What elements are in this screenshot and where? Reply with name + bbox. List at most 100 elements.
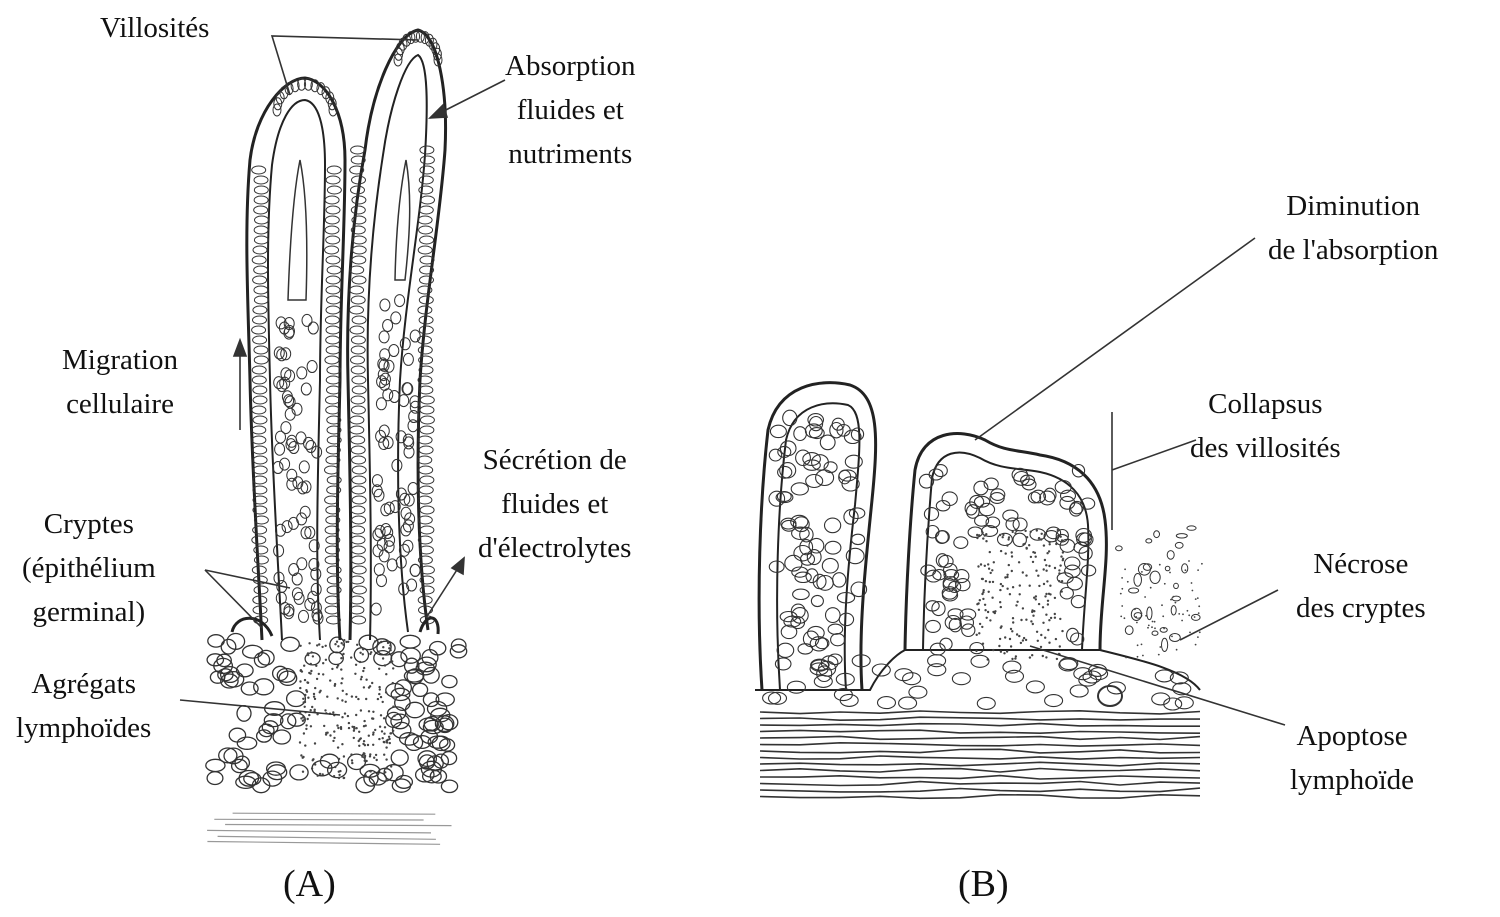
- secretion-arrowhead: [452, 558, 464, 574]
- b-apoptotic-dot: [1009, 593, 1011, 595]
- lymphoid-dot: [365, 679, 367, 681]
- lymphoid-dot: [382, 646, 384, 648]
- b-villus-cell: [828, 654, 842, 665]
- b-apoptotic-dot: [1012, 617, 1014, 619]
- lymphoid-dot: [347, 715, 349, 717]
- epithelial-cell: [252, 376, 266, 384]
- b-apoptotic-dot: [1024, 530, 1026, 532]
- lymphoid-dot: [338, 777, 340, 779]
- epithelial-cell: [351, 366, 365, 374]
- panel-b-cells: [763, 410, 1194, 710]
- b-apoptotic-dot: [1059, 645, 1061, 647]
- lymphoid-dot: [363, 752, 365, 754]
- lymphoid-dot: [363, 720, 365, 722]
- epithelial-cell: [255, 216, 269, 224]
- epithelial-cell: [351, 206, 365, 214]
- epithelial-cell: [418, 346, 432, 354]
- core-cell: [301, 383, 311, 395]
- b-villus-cell: [831, 634, 845, 646]
- b-apoptotic-dot: [1040, 634, 1042, 636]
- lymphoid-dot: [360, 709, 362, 711]
- b-apoptotic-dot: [1049, 585, 1051, 587]
- necrotic-dot: [1164, 583, 1166, 585]
- b-apoptotic-dot: [987, 611, 989, 613]
- b-apoptotic-dot: [1006, 574, 1008, 576]
- lymphoid-dot: [322, 662, 324, 664]
- b-apoptotic-dot: [1012, 586, 1014, 588]
- core-cell: [305, 598, 315, 610]
- necrotic-fragment: [1129, 588, 1139, 593]
- epithelial-cell: [418, 246, 432, 254]
- necrotic-dot: [1121, 577, 1123, 579]
- b-villus-cell: [845, 455, 862, 468]
- lymphoid-dot: [322, 673, 324, 675]
- lymphoid-dot: [389, 661, 391, 663]
- lymphoid-cell: [290, 765, 308, 780]
- b-apoptotic-dot: [1000, 606, 1002, 608]
- b-apoptotic-dot: [993, 561, 995, 563]
- b-basal-cell: [971, 655, 989, 667]
- necrotic-dot: [1141, 571, 1143, 573]
- epithelial-cell: [351, 336, 365, 344]
- b-apoptotic-dot: [1033, 610, 1035, 612]
- lymphoid-dot: [378, 642, 380, 644]
- core-cell: [387, 559, 397, 571]
- b-apoptotic-dot: [988, 568, 990, 570]
- label-migration: Migration cellulaire: [62, 338, 178, 426]
- lymphoid-dot: [363, 725, 365, 727]
- epithelial-cell: [351, 436, 365, 444]
- b-apoptotic-dot: [1062, 559, 1064, 561]
- label-absorption-decrease: Diminution de l'absorption: [1268, 184, 1438, 272]
- b-apoptotic-dot: [1035, 570, 1037, 572]
- left-villus-core: [288, 160, 307, 300]
- epithelial-cell: [351, 556, 365, 564]
- lymphoid-dot: [302, 756, 304, 758]
- lymphoid-dot: [383, 733, 385, 735]
- b-apoptotic-dot: [1031, 611, 1033, 613]
- core-cell: [383, 320, 393, 332]
- lymphoid-dot: [299, 645, 301, 647]
- submucosa-line: [207, 842, 440, 845]
- lymphoid-cell: [207, 772, 223, 785]
- lymphoid-dot: [341, 716, 343, 718]
- core-cell: [302, 314, 312, 326]
- epithelial-cell: [420, 146, 434, 154]
- core-cell: [299, 461, 309, 473]
- necrotic-dot: [1171, 636, 1173, 638]
- epithelial-cell: [325, 246, 339, 254]
- epithelial-cell: [253, 276, 267, 284]
- lymphoid-dot: [381, 730, 383, 732]
- epithelial-cell: [326, 236, 340, 244]
- b-apoptotic-dot: [1059, 564, 1061, 566]
- lymphoid-dot: [359, 738, 361, 740]
- lymphoid-dot: [325, 659, 327, 661]
- lymphoid-dot: [299, 680, 301, 682]
- lymphoid-dot: [321, 756, 323, 758]
- b-apoptotic-dot: [1028, 544, 1030, 546]
- necrotic-dot: [1195, 598, 1197, 600]
- b-apoptotic-dot: [979, 599, 981, 601]
- b-basal-cell: [1026, 681, 1044, 693]
- lymphoid-dot: [392, 667, 394, 669]
- epithelial-cell: [420, 236, 434, 244]
- b-villus-cell: [828, 624, 843, 634]
- lymphoid-dot: [302, 698, 304, 700]
- lymphoid-dot: [318, 673, 320, 675]
- b-villus-cell: [968, 527, 982, 537]
- b-apoptotic-dot: [992, 649, 994, 651]
- core-cell: [400, 338, 410, 350]
- lymphoid-dot: [304, 694, 306, 696]
- epithelial-cell: [254, 226, 268, 234]
- epithelial-cell: [252, 166, 266, 174]
- lymphoid-dot: [337, 664, 339, 666]
- b-apoptotic-dot: [1043, 568, 1045, 570]
- lymphoid-dot: [343, 755, 345, 757]
- epithelial-cell: [351, 146, 365, 154]
- lymphoid-dot: [379, 688, 381, 690]
- lymphoid-dot: [361, 676, 363, 678]
- lymphoid-dot: [337, 746, 339, 748]
- lymphoid-dot: [382, 701, 384, 703]
- epithelial-cell: [254, 296, 268, 304]
- lymphoid-dot: [383, 717, 385, 719]
